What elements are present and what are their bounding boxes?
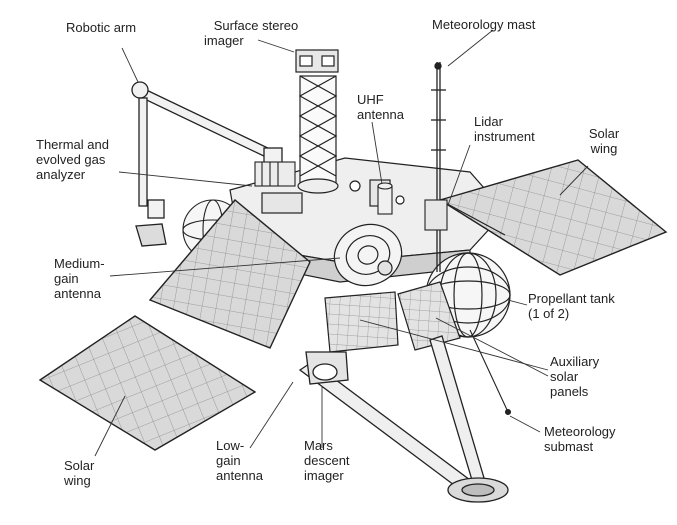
label-low-gain-antenna: Low- gain antenna <box>216 438 263 483</box>
label-tega-line-2: evolved gas <box>36 152 106 167</box>
label-surface-stereo-imager: Surface stereo imager <box>198 18 314 48</box>
label-solar-wing-left: Solar wing <box>64 458 94 488</box>
label-mga-line-2: gain <box>54 271 79 286</box>
landing-legs-shape <box>298 335 509 503</box>
label-mars-descent-imager: Mars descent imager <box>304 438 350 483</box>
lidar-shape <box>424 199 448 231</box>
label-aux-line-1: Auxiliary <box>550 354 600 369</box>
label-submast-line-2: submast <box>544 439 594 454</box>
label-mga-line-3: antenna <box>54 286 101 301</box>
label-aux-line-2: solar <box>550 369 579 384</box>
label-lga-line-3: antenna <box>216 468 263 483</box>
label-ssi-line-1: Surface stereo <box>213 18 299 33</box>
label-solar-wing-left-line-2: wing <box>64 473 91 488</box>
label-solar-wing-right-line-1: Solar <box>588 126 620 141</box>
meteorology-submast-shape <box>469 329 512 416</box>
label-tank-line-1: Propellant tank <box>528 291 615 306</box>
label-auxiliary-solar-panels: Auxiliary solar panels <box>550 354 599 399</box>
label-tega-line-1: Thermal and <box>36 137 109 152</box>
leader-lines <box>94 29 589 457</box>
meteorology-mast-shape <box>431 62 446 272</box>
auxiliary-panels-shape <box>324 281 461 353</box>
label-robotic-arm-line-1: Robotic arm <box>66 20 137 35</box>
label-mga-line-1: Medium- <box>54 256 105 271</box>
label-lidar-line-1: Lidar <box>474 114 503 129</box>
label-ssi-line-2: imager <box>204 33 244 48</box>
label-propellant-tank: Propellant tank (1 of 2) <box>528 291 615 321</box>
label-uhf-line-1: UHF <box>357 92 384 107</box>
robotic-arm-shape <box>131 81 283 247</box>
label-met-mast-line-1: Meteorology mast <box>432 17 536 32</box>
label-lga-line-2: gain <box>216 453 241 468</box>
solar-wing-left-shape <box>38 315 257 451</box>
label-mardi-line-2: descent <box>304 453 350 468</box>
label-mardi-line-3: imager <box>304 468 344 483</box>
tega-shape <box>254 161 296 187</box>
label-solar-wing-right-line-2: wing <box>590 141 618 156</box>
label-submast-line-1: Meteorology <box>544 424 616 439</box>
uhf-antenna-shape <box>377 182 393 215</box>
label-tega-line-3: analyzer <box>36 167 86 182</box>
solar-wing-center-shape <box>148 199 311 349</box>
label-thermal-gas-analyzer: Thermal and evolved gas analyzer <box>36 137 109 182</box>
label-lidar-instrument: Lidar instrument <box>474 114 535 144</box>
label-lidar-line-2: instrument <box>474 129 535 144</box>
label-uhf-antenna: UHF antenna <box>357 92 404 122</box>
label-robotic-arm: Robotic arm <box>66 20 136 35</box>
label-meteorology-mast: Meteorology mast <box>432 17 535 32</box>
label-solar-wing-left-line-1: Solar <box>64 458 95 473</box>
label-lga-line-1: Low- <box>216 438 245 453</box>
solar-wing-right-shape <box>438 159 668 276</box>
label-aux-line-3: panels <box>550 384 589 399</box>
label-tank-line-2: (1 of 2) <box>528 306 570 321</box>
medium-gain-antenna-shape <box>333 223 403 287</box>
label-medium-gain-antenna: Medium- gain antenna <box>54 256 105 301</box>
label-mardi-line-1: Mars <box>304 438 333 453</box>
label-uhf-line-2: antenna <box>357 107 404 122</box>
label-solar-wing-right: Solar wing <box>580 126 628 156</box>
label-meteorology-submast: Meteorology submast <box>544 424 616 454</box>
stereo-imager-mast-shape <box>295 49 339 194</box>
